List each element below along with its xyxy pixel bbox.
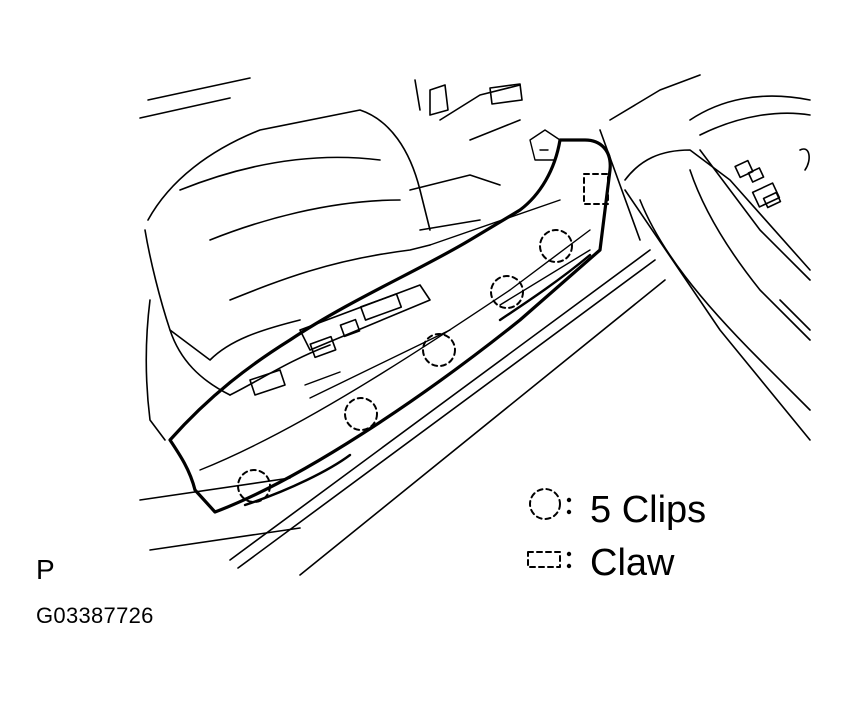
door-panel [624,95,811,441]
view-letter: P [36,554,55,585]
dashed-rectangle-icon [527,551,561,568]
legend-separator-dot [566,551,572,557]
door-frame-lines [139,74,701,576]
seat-illustration [144,79,523,441]
clip-markers [237,229,573,503]
clip-marker [344,397,378,431]
legend-separator-dot [566,497,572,503]
clip-marker [237,469,271,503]
clip-marker [490,275,524,309]
scuff-plate [168,129,612,514]
legend-separator-dot [566,509,572,515]
clip-marker [422,333,456,367]
legend-clips-label: 5 Clips [590,489,707,531]
claw-marker [583,173,609,205]
legend-separator-dot [566,563,572,569]
legend-claw-label: Claw [590,542,675,584]
clip-marker [539,229,573,263]
figure-code: G03387726 [36,603,154,628]
dashed-circle-icon [529,488,561,520]
